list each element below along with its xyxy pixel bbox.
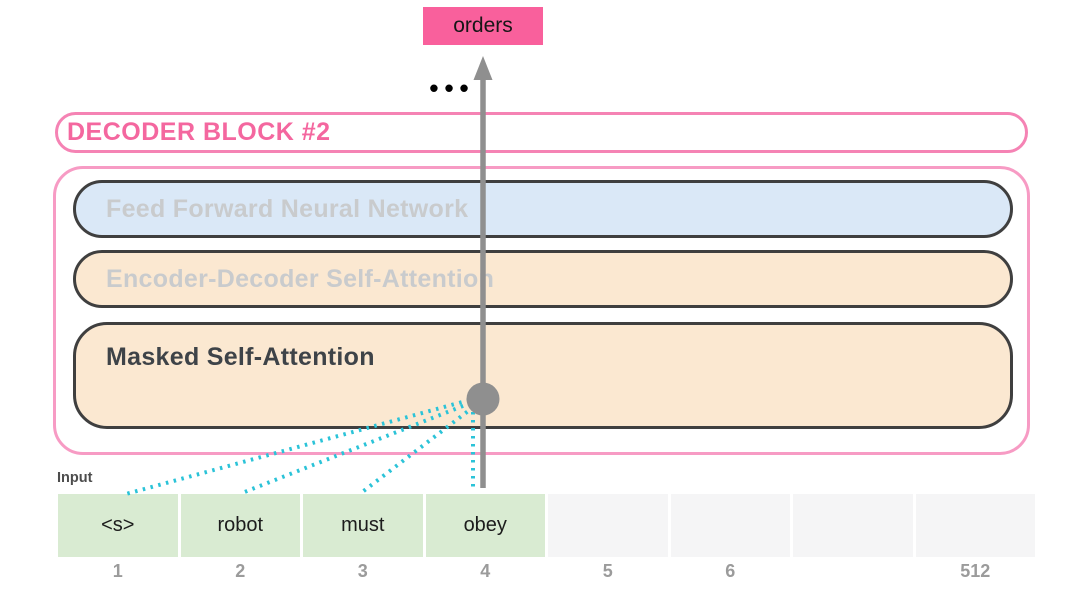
position-label: 6 <box>725 561 736 581</box>
input-token-cell: must <box>303 494 423 557</box>
layer-label: Feed Forward Neural Network <box>106 194 469 223</box>
position-label: 2 <box>235 561 246 581</box>
input-token-cell: obey <box>425 494 545 557</box>
position-label: 512 <box>960 561 991 581</box>
input-token-cell-empty <box>670 494 790 557</box>
output-token-label: orders <box>453 14 513 37</box>
input-token-cell-empty <box>548 494 668 557</box>
layer-label: Encoder-Decoder Self-Attention <box>106 264 495 293</box>
position-label: 1 <box>112 561 123 581</box>
layer-feed-forward-neural-network: Feed Forward Neural Network <box>73 180 1013 238</box>
input-label: Input <box>57 470 93 486</box>
layer-label: Masked Self-Attention <box>106 343 375 371</box>
token-text: obey <box>463 514 507 536</box>
token-text: must <box>341 514 385 536</box>
decoder-block-title: DECODER BLOCK #2 <box>67 118 331 146</box>
layer-encoder-decoder-self-attention: Encoder-Decoder Self-Attention <box>73 250 1013 308</box>
ellipsis-dots: ••• <box>429 73 475 103</box>
token-text: robot <box>217 514 264 536</box>
input-token-cell-empty <box>793 494 913 557</box>
decoder-block-container: Feed Forward Neural Network Encoder-Deco… <box>53 166 1030 455</box>
decoder-block-title-box: DECODER BLOCK #2 <box>55 112 1028 153</box>
token-text: <s> <box>101 514 135 536</box>
position-label: 3 <box>357 561 368 581</box>
input-token-cell-empty <box>915 494 1035 557</box>
input-token-cell: <s> <box>58 494 178 557</box>
layer-masked-self-attention: Masked Self-Attention <box>73 322 1013 429</box>
position-label: 5 <box>602 561 613 581</box>
input-token-cell: robot <box>180 494 300 557</box>
position-label: 4 <box>480 561 491 581</box>
output-token-box: orders <box>423 7 543 45</box>
